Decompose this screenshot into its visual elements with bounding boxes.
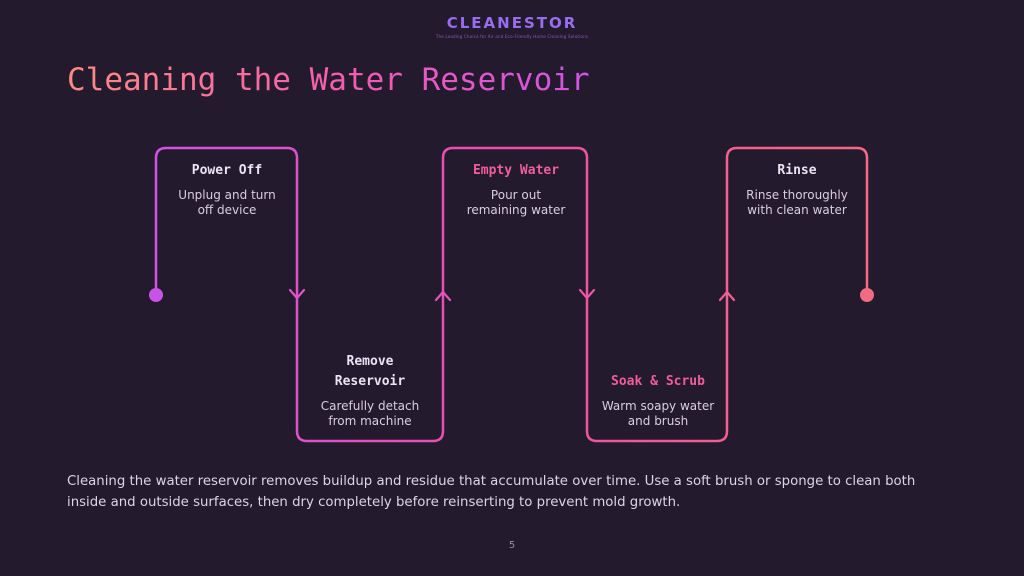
flow-start-dot bbox=[149, 288, 163, 302]
page-number: 5 bbox=[508, 540, 516, 551]
flow-line bbox=[154, 146, 869, 443]
step-soak-scrub: Soak & Scrub Warm soapy water and brush bbox=[583, 372, 733, 429]
step-empty-water: Empty Water Pour out remaining water bbox=[441, 161, 591, 218]
step-rinse: Rinse Rinse thoroughly with clean water bbox=[722, 161, 872, 218]
step-description: Rinse thoroughly with clean water bbox=[746, 188, 848, 217]
step-remove-reservoir: Remove Reservoir Carefully detach from m… bbox=[295, 352, 445, 429]
flow-end-dot bbox=[860, 288, 874, 302]
step-description: Unplug and turn off device bbox=[178, 188, 276, 217]
arrow-up-icon bbox=[434, 290, 452, 302]
step-description: Carefully detach from machine bbox=[320, 399, 420, 428]
arrow-down-icon bbox=[288, 288, 306, 300]
step-title: Remove Reservoir bbox=[334, 354, 406, 389]
description-paragraph: Cleaning the water reservoir removes bui… bbox=[67, 474, 916, 510]
brand-tagline: The Leading Choice for Air and Eco-Frien… bbox=[435, 34, 589, 39]
brand-logo: CLEANESTOR The Leading Choice for Air an… bbox=[0, 14, 1024, 39]
step-title: Power Off bbox=[191, 163, 263, 178]
step-title: Empty Water bbox=[472, 163, 560, 178]
page-title: Cleaning the Water Reservoir bbox=[67, 62, 590, 98]
arrow-up-icon bbox=[718, 290, 736, 302]
step-description: Pour out remaining water bbox=[466, 188, 566, 217]
step-title: Soak & Scrub bbox=[611, 374, 705, 389]
step-power-off: Power Off Unplug and turn off device bbox=[152, 161, 302, 218]
arrow-down-icon bbox=[578, 288, 596, 300]
brand-name: CLEANESTOR bbox=[446, 14, 578, 32]
step-description: Warm soapy water and brush bbox=[601, 399, 715, 428]
step-title: Rinse bbox=[777, 163, 817, 178]
